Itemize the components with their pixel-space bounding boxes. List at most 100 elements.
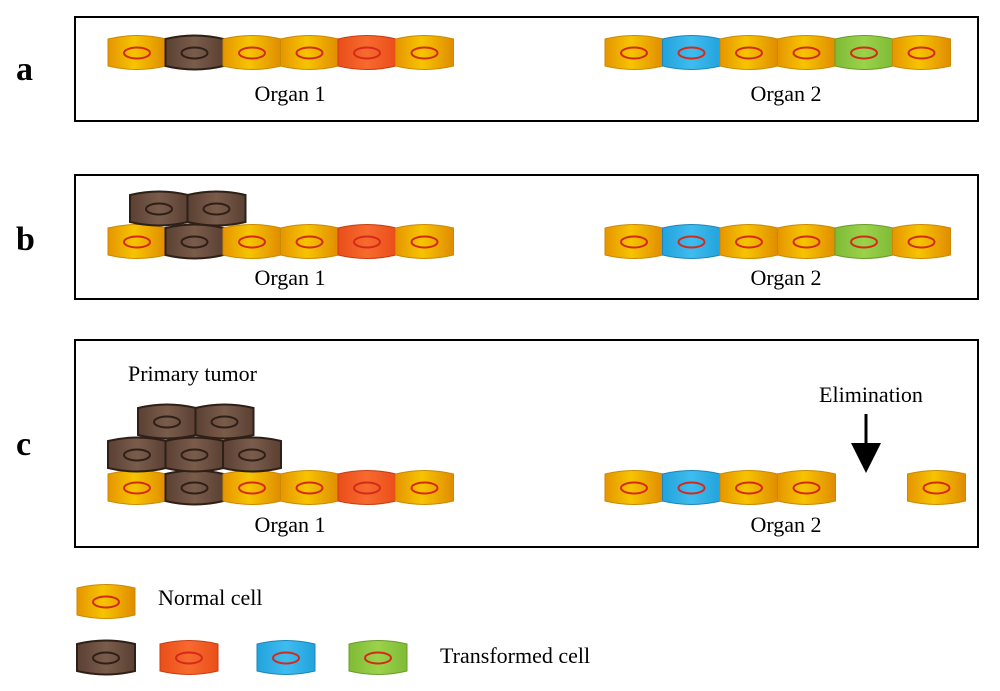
nucleus <box>353 46 381 60</box>
panel-b-organ2-4-green-transformed-cell <box>834 224 894 259</box>
panel-b-organ1-5-normal-cell <box>395 224 454 259</box>
panel-b-tumor-layer0-1-dark-transformed-cell <box>186 190 247 227</box>
panel-c-organ2-3-normal-cell <box>777 470 836 505</box>
nucleus <box>907 46 936 60</box>
panel-b-tumor-layer0-0-dark-transformed-cell <box>129 190 189 227</box>
panel-a-organ1-3-normal-cell <box>280 35 339 70</box>
nucleus <box>180 235 209 249</box>
panel-b-organ1-label: Organ 1 <box>254 265 325 290</box>
panel-c-frame <box>74 339 979 548</box>
panel-c-organ1-0-normal-cell <box>107 470 167 505</box>
panel-c-tumor-layer1-0-dark-transformed-cell <box>137 403 197 440</box>
panel-b-organ2-label: Organ 2 <box>750 265 821 290</box>
panel-b-letter: b <box>16 221 35 258</box>
panel-a-frame <box>74 16 979 122</box>
nucleus <box>364 651 392 665</box>
nucleus <box>792 481 821 495</box>
nucleus <box>735 46 763 60</box>
nucleus <box>238 481 266 495</box>
panel-c-organ1-1-dark-transformed-cell <box>164 469 225 506</box>
primary-tumor-label: Primary tumor <box>128 361 258 386</box>
nucleus <box>620 46 648 60</box>
panel-c-organ2-0-normal-cell <box>604 470 664 505</box>
nucleus <box>677 46 706 60</box>
legend-normal-label: Normal cell <box>158 585 262 610</box>
nucleus <box>295 481 324 495</box>
nucleus <box>295 46 324 60</box>
elimination-label: Elimination <box>819 382 923 407</box>
nucleus <box>620 235 648 249</box>
nucleus <box>907 235 936 249</box>
panel-a-organ1-2-normal-cell <box>222 35 282 70</box>
panel-c-organ2-2-normal-cell <box>719 470 779 505</box>
panel-c-tumor-layer1-1-dark-transformed-cell <box>194 403 255 440</box>
panel-c-organ1-5-normal-cell <box>395 470 454 505</box>
nucleus <box>210 415 239 429</box>
panel-c-organ2-label: Organ 2 <box>750 512 821 537</box>
nucleus <box>92 595 120 609</box>
panel-b-organ2-2-normal-cell <box>719 224 779 259</box>
panel-a-organ2-0-normal-cell <box>604 35 664 70</box>
nucleus <box>353 481 381 495</box>
nucleus <box>145 202 173 216</box>
nucleus <box>180 481 209 495</box>
nucleus <box>792 235 821 249</box>
panel-b-organ1-4-red-transformed-cell <box>337 224 397 259</box>
nucleus <box>922 481 951 495</box>
nucleus <box>272 651 300 665</box>
panel-a-organ1-label: Organ 1 <box>254 81 325 106</box>
panel-c-tumor-layer0-0-dark-transformed-cell <box>107 436 167 473</box>
nucleus <box>92 651 120 665</box>
nucleus <box>238 448 266 462</box>
panel-b-organ2-0-normal-cell <box>604 224 664 259</box>
panel-c-organ2-5-normal-cell <box>907 470 966 505</box>
panel-a-organ1-0-normal-cell <box>107 35 167 70</box>
nucleus <box>410 46 439 60</box>
panel-b-organ1-1-dark-transformed-cell <box>164 223 225 260</box>
panel-c-organ1-3-normal-cell <box>280 470 339 505</box>
nucleus <box>353 235 381 249</box>
panel-b-organ1-0-normal-cell <box>107 224 167 259</box>
nucleus <box>180 448 209 462</box>
nucleus <box>620 481 648 495</box>
panel-a-organ2-4-green-transformed-cell <box>834 35 894 70</box>
panel-b-organ1-2-normal-cell <box>222 224 282 259</box>
nucleus <box>123 481 151 495</box>
nucleus <box>735 235 763 249</box>
nucleus <box>792 46 821 60</box>
panel-c-tumor-layer0-1-dark-transformed-cell <box>164 436 225 473</box>
nucleus <box>238 46 266 60</box>
nucleus <box>238 235 266 249</box>
panel-a-organ2-2-normal-cell <box>719 35 779 70</box>
legend-transformed-label: Transformed cell <box>440 643 590 668</box>
cells-layer <box>76 34 966 676</box>
panel-c-organ1-2-normal-cell <box>222 470 282 505</box>
nucleus <box>153 415 181 429</box>
panel-a-organ1-1-dark-transformed-cell <box>164 34 225 71</box>
nucleus <box>410 235 439 249</box>
nucleus <box>180 46 209 60</box>
nucleus <box>175 651 203 665</box>
panel-a-letter: a <box>16 51 33 88</box>
panel-c-organ2-1-blue-transformed-cell <box>662 470 721 505</box>
legend-transformed-3-green-transformed-cell <box>348 640 408 675</box>
legend-transformed-1-red-transformed-cell <box>159 640 219 675</box>
legend-transformed-0-dark-transformed-cell <box>76 639 136 676</box>
panel-b-frame <box>74 174 979 300</box>
panel-b-organ2-3-normal-cell <box>777 224 836 259</box>
panel-c-organ1-4-red-transformed-cell <box>337 470 397 505</box>
legend-transformed-2-blue-transformed-cell <box>256 640 316 675</box>
panel-a-organ2-3-normal-cell <box>777 35 836 70</box>
panel-c-letter: c <box>16 426 31 463</box>
panel-a-organ1-5-normal-cell <box>395 35 454 70</box>
nucleus <box>123 46 151 60</box>
nucleus <box>735 481 763 495</box>
nucleus <box>677 481 706 495</box>
nucleus <box>202 202 231 216</box>
panel-a-organ2-1-blue-transformed-cell <box>662 35 721 70</box>
nucleus <box>123 448 151 462</box>
nucleus <box>295 235 324 249</box>
panel-c-organ1-label: Organ 1 <box>254 512 325 537</box>
panel-a-organ1-4-red-transformed-cell <box>337 35 397 70</box>
panel-a-organ2-label: Organ 2 <box>750 81 821 106</box>
